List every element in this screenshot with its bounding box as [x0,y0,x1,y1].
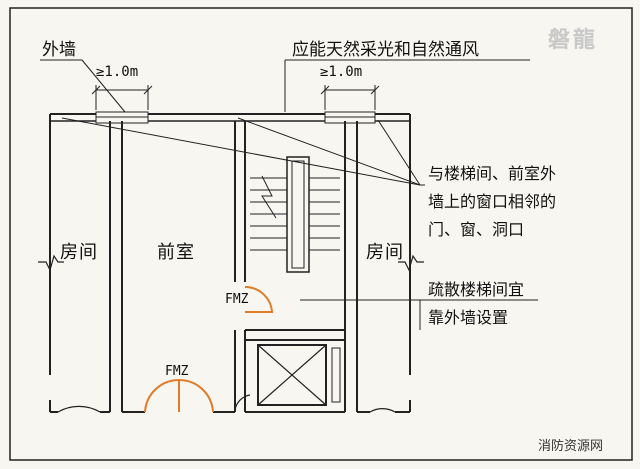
dimension-left [91,85,153,110]
leader-lines [40,59,538,330]
adjacent-openings-line-1: 与楼梯间、前室外 [428,164,557,183]
stair-right-wall [344,121,358,412]
stair-floor-line [245,329,345,341]
dimension-left-label: ≥1.0m [96,64,139,80]
room-right-label: 房间 [366,242,404,263]
partition-wall-2 [234,121,246,412]
anteroom-label: 前室 [157,242,195,263]
room-left-label: 房间 [60,242,98,263]
fire-door-lower-label: FMZ [165,364,189,379]
natural-light-label: 应能天然采光和自然通风 [292,40,479,60]
left-break-mark [38,254,64,272]
adjacent-openings-line-3: 门、窗、洞口 [428,220,525,239]
fire-doors [144,285,274,413]
evacuation-note-line-1: 疏散楼梯间宜 [428,280,525,299]
frame-border [9,7,633,461]
partition-wall-1 [109,121,123,412]
fire-door-upper-label: FMZ [225,292,249,307]
dimension-right-label: ≥1.0m [320,64,363,80]
adjacent-openings-line-2: 墙上的窗口相邻的 [428,192,557,211]
right-break-mark [398,254,424,272]
elevator [257,344,341,406]
evacuation-note-line-2: 靠外墙设置 [428,308,509,327]
dimension-right [320,85,380,110]
exterior-wall-label: 外墙 [42,40,76,60]
room-doors [57,394,396,413]
staircase [250,156,340,273]
watermark-source: 消防资源网 [538,439,604,454]
watermark-logo: 磐龍 [548,27,599,53]
